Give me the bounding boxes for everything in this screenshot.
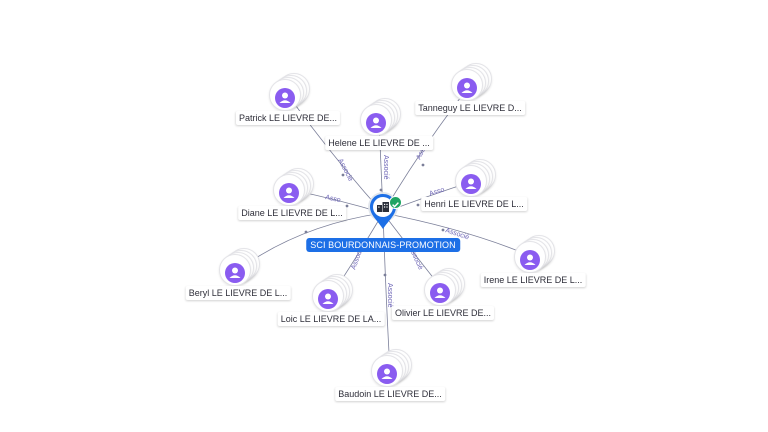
edge-label-helene: Associé xyxy=(382,155,389,180)
avatar-ring xyxy=(514,241,546,273)
edge-arrow-henri xyxy=(416,203,420,207)
person-icon xyxy=(457,78,477,98)
edge-arrow-tanneguy xyxy=(421,163,425,167)
person-label[interactable]: Olivier LE LIEVRE DE... xyxy=(391,306,495,320)
edge-arrow-diane xyxy=(345,204,349,208)
edge-arrow-baudoin xyxy=(383,273,387,277)
person-avatar-stack[interactable] xyxy=(312,274,353,314)
person-label[interactable]: Diane LE LIEVRE DE L... xyxy=(238,206,346,220)
person-avatar-stack[interactable] xyxy=(219,248,260,288)
person-avatar-stack[interactable] xyxy=(424,268,465,308)
person-label[interactable]: Irene LE LIEVRE DE L... xyxy=(480,273,586,287)
avatar-ring xyxy=(219,254,251,286)
edge-arrow-irene xyxy=(441,228,445,232)
edge-arrow-helene xyxy=(379,188,383,192)
edge-arrow-beryl xyxy=(304,230,308,234)
avatar-ring xyxy=(360,104,392,136)
edge-label-baudoin: Associé xyxy=(386,283,393,308)
person-avatar-stack[interactable] xyxy=(269,73,310,113)
edge-label-diane: Asso xyxy=(325,194,342,204)
person-icon xyxy=(377,364,397,384)
person-avatar-stack[interactable] xyxy=(371,349,412,389)
avatar-ring xyxy=(269,79,301,111)
person-icon xyxy=(275,88,295,108)
person-avatar-stack[interactable] xyxy=(455,159,496,199)
avatar-ring xyxy=(451,69,483,101)
building-icon xyxy=(377,202,389,212)
person-label[interactable]: Loic LE LIEVRE DE LA... xyxy=(277,312,385,326)
person-label[interactable]: Henri LE LIEVRE DE L... xyxy=(421,197,527,211)
avatar-ring xyxy=(273,174,305,206)
person-label[interactable]: Tanneguy LE LIEVRE D... xyxy=(415,101,525,115)
person-label[interactable]: Baudoin LE LIEVRE DE... xyxy=(335,387,445,401)
person-avatar-stack[interactable] xyxy=(273,168,314,208)
person-icon xyxy=(279,183,299,203)
person-icon xyxy=(461,174,481,194)
avatar-ring xyxy=(424,274,456,306)
edge-label-patrick: Associé xyxy=(336,158,354,183)
person-avatar-stack[interactable] xyxy=(514,235,555,275)
check-icon xyxy=(389,196,402,209)
person-icon xyxy=(366,113,386,133)
avatar-ring xyxy=(455,165,487,197)
person-avatar-stack[interactable] xyxy=(360,98,401,138)
person-icon xyxy=(225,263,245,283)
company-label[interactable]: SCI BOURDONNAIS-PROMOTION xyxy=(306,238,460,252)
edge-label-henri: Asso xyxy=(428,186,445,197)
person-label[interactable]: Beryl LE LIEVRE DE L... xyxy=(185,286,291,300)
person-label[interactable]: Patrick LE LIEVRE DE... xyxy=(235,111,341,125)
person-avatar-stack[interactable] xyxy=(451,63,492,103)
avatar-ring xyxy=(312,280,344,312)
avatar-ring xyxy=(371,355,403,387)
person-label[interactable]: Helene LE LIEVRE DE ... xyxy=(325,136,433,150)
person-icon xyxy=(520,250,540,270)
person-icon xyxy=(318,289,338,309)
person-icon xyxy=(430,283,450,303)
edge-arrow-patrick xyxy=(341,173,345,177)
